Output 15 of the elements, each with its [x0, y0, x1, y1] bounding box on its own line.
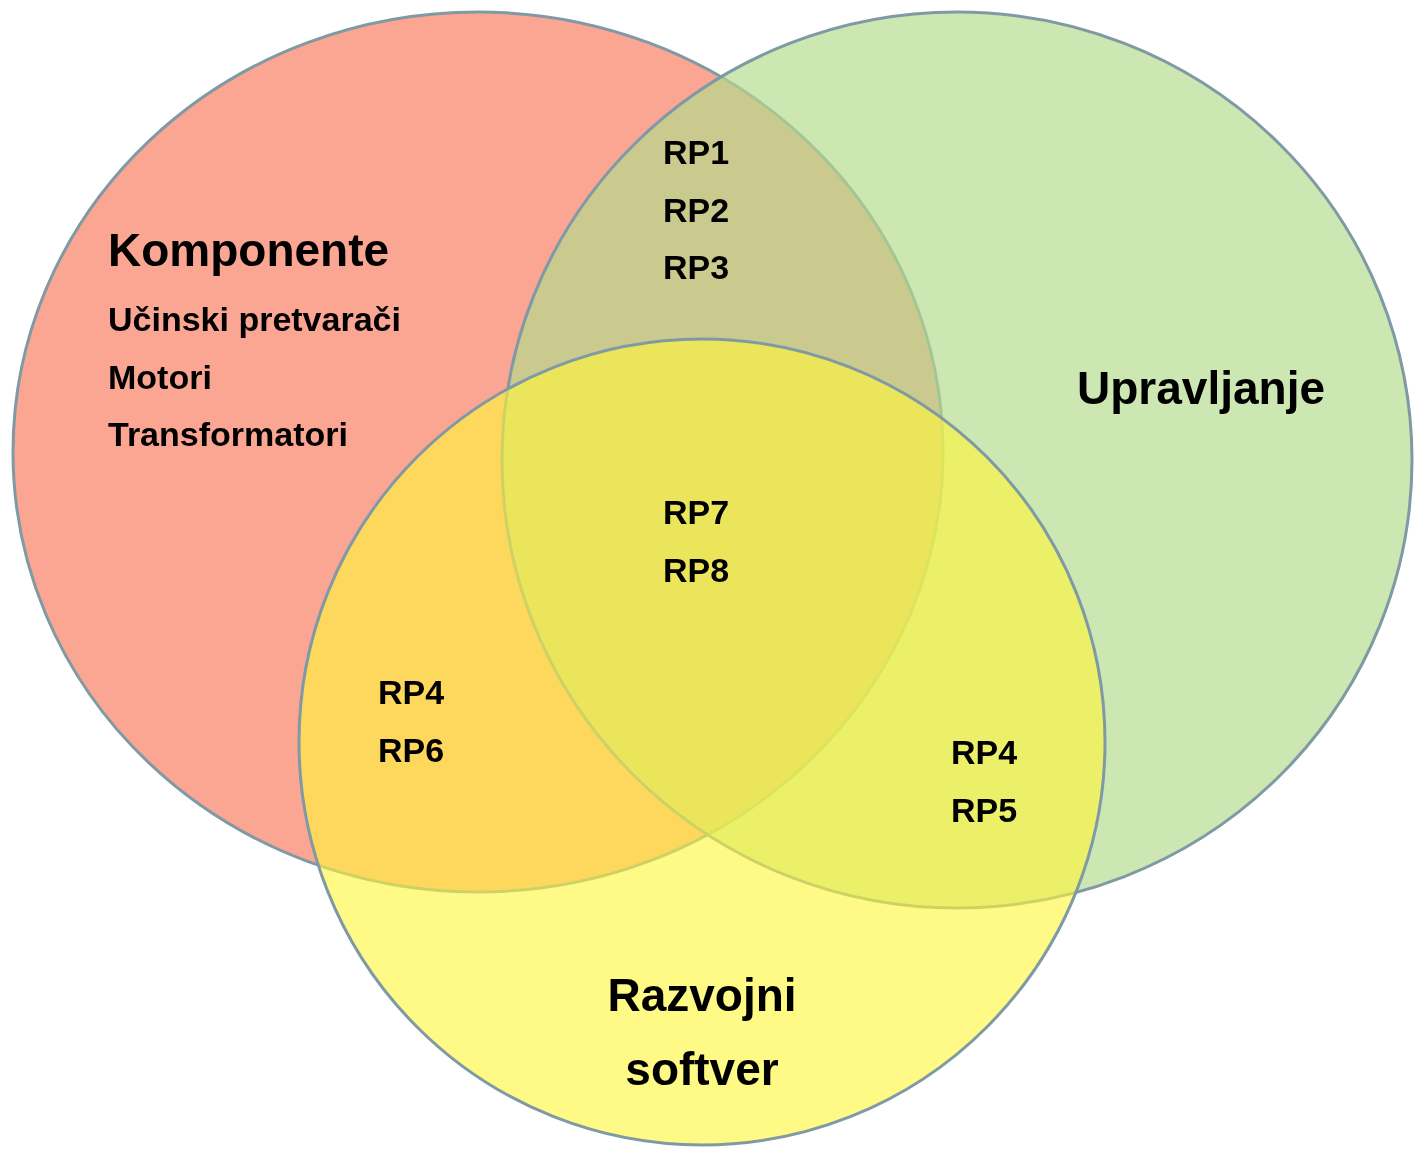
region-label: RP5	[951, 791, 1018, 830]
set-item: Učinski pretvarači	[108, 300, 401, 340]
set-title: Upravljanje	[1077, 362, 1325, 415]
region-label: RP8	[663, 551, 730, 590]
region-label: RP3	[663, 248, 730, 287]
region-label: RP1	[663, 133, 730, 172]
set-item: Transformatori	[108, 415, 348, 455]
set-title: Komponente	[108, 224, 390, 277]
set-title: Razvojni softver	[606, 968, 798, 1097]
set-item: Motori	[108, 358, 212, 398]
region-label: RP6	[378, 731, 445, 770]
region-label: RP7	[663, 493, 730, 532]
region-label: RP2	[663, 191, 730, 230]
region-label: RP4	[378, 673, 445, 712]
region-label: RP4	[951, 733, 1018, 772]
